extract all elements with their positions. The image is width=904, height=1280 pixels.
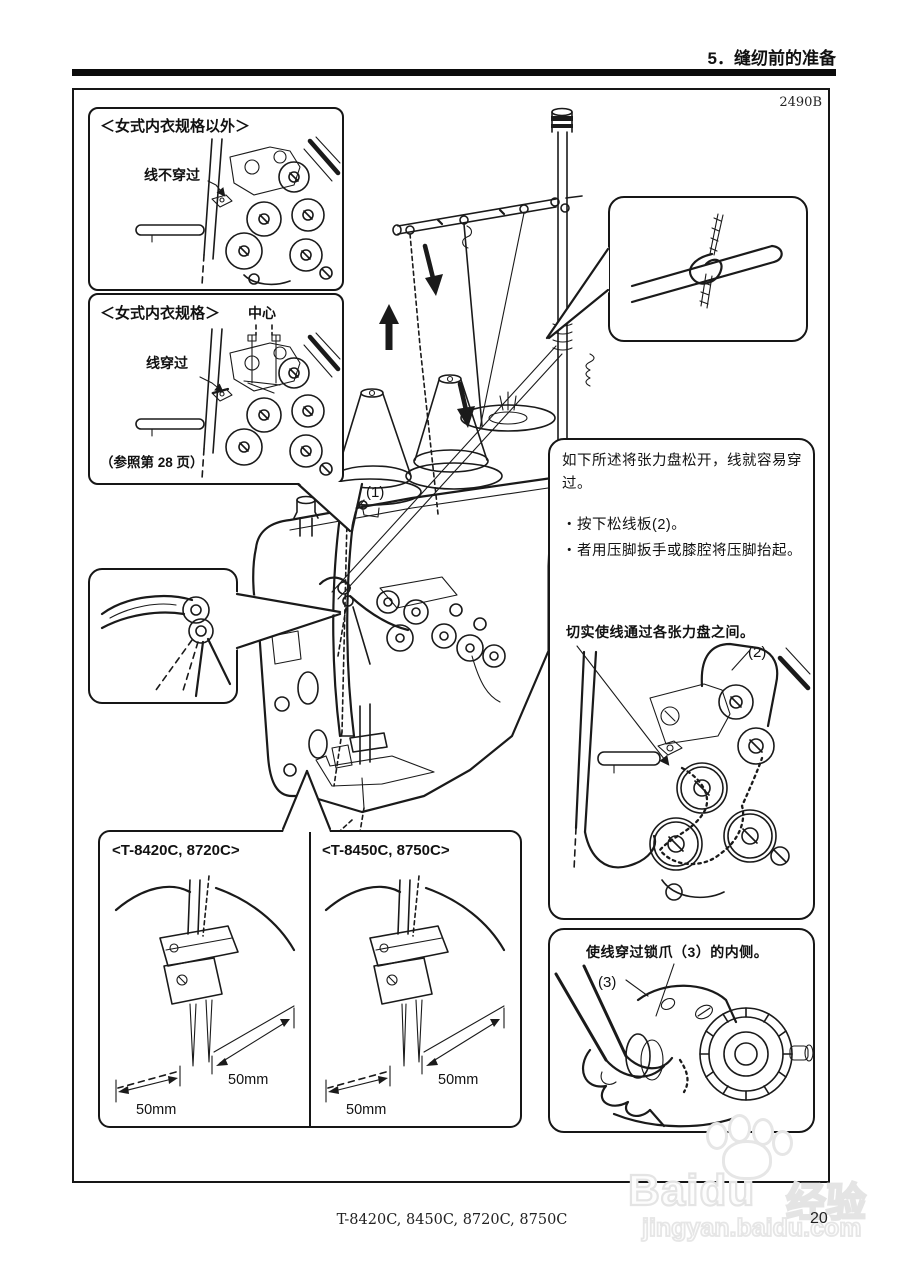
callout-box-bar-thread xyxy=(608,196,808,342)
needle-diagram-right: 50mm 50mm xyxy=(324,875,506,1118)
dim-label: 50mm xyxy=(346,1102,386,1118)
callout-box-non-underwear: ＜女式内衣规格以外＞ 线不穿过 xyxy=(88,107,344,291)
thread-paths xyxy=(331,212,563,600)
instruction-bullet-1: ・按下松线板(2)。 xyxy=(562,517,687,533)
machine-head xyxy=(252,476,631,841)
tension-disc-diagram xyxy=(573,642,811,901)
claw-caption: 使线穿过锁爪（3）的内侧。 xyxy=(586,944,769,960)
tension-caption: 切实使线通过各张力盘之间。 xyxy=(566,624,755,640)
lock-claw-box: 使线穿过锁爪（3）的内侧。 (3) xyxy=(548,928,815,1133)
instruction-box: 如下所述将张力盘松开，线就容易穿过。 ・按下松线板(2)。 ・者用压脚扳手或膝腔… xyxy=(548,438,815,920)
paw-icon xyxy=(722,1140,772,1180)
header-rule xyxy=(72,69,836,76)
dim-label: 50mm xyxy=(136,1102,176,1118)
reference-note: （参照第 28 页） xyxy=(100,455,204,470)
thread-not-through-label: 线不穿过 xyxy=(144,167,200,183)
dim-label: 50mm xyxy=(228,1072,268,1088)
instruction-intro: 如下所述将张力盘松开，线就容易穿过。 xyxy=(562,453,802,493)
model-title-left: <T-8420C, 8720C> xyxy=(112,842,240,859)
tension-unit-diagram-a xyxy=(135,136,341,286)
model-title-right: <T-8450C, 8750C> xyxy=(322,842,450,859)
part-label-1: (1) xyxy=(366,484,385,501)
footer-page-number: 20 xyxy=(810,1210,828,1227)
center-label: 中心 xyxy=(248,305,276,321)
paw-icon xyxy=(728,1114,751,1143)
lock-claw-diagram xyxy=(554,963,814,1128)
page-title: 5．缝纫前的准备 xyxy=(707,49,836,68)
takeup-lever-diagram xyxy=(100,594,232,698)
thread-stand-pole xyxy=(550,107,573,447)
bar-thread-diagram xyxy=(630,213,783,309)
thread-through-label: 线穿过 xyxy=(146,355,188,371)
machine-and-thread-stand-diagram xyxy=(252,107,631,841)
watermark: Baidu 经验 jingyan.baidu.com xyxy=(627,1114,898,1243)
callout-b-title: ＜女式内衣规格＞ xyxy=(100,305,221,322)
footer-models: T-8420C, 8450C, 8720C, 8750C xyxy=(336,1212,568,1228)
watermark-url: jingyan.baidu.com xyxy=(641,1213,862,1243)
callout-box-takeup-lever xyxy=(88,568,238,704)
needle-diagram-left: 50mm 50mm xyxy=(114,875,296,1118)
part-label-3: (3) xyxy=(598,974,617,991)
callout-box-underwear: ＜女式内衣规格＞ 中心 线穿过 （参照第 28 页） xyxy=(88,293,344,485)
tension-unit-diagram-b xyxy=(135,324,341,480)
dim-label: 50mm xyxy=(438,1072,478,1088)
figure-code: 2490B xyxy=(779,95,822,110)
model-box-divider xyxy=(309,832,311,1126)
watermark-brand: Baidu xyxy=(627,1165,756,1216)
instruction-bullet-2: ・者用压脚扳手或膝腔将压脚抬起。 xyxy=(562,543,802,559)
thread-stand-bar xyxy=(392,195,583,249)
paw-icon xyxy=(772,1130,793,1156)
callout-a-title: ＜女式内衣规格以外＞ xyxy=(100,118,251,135)
watermark-brand-suffix: 经验 xyxy=(785,1180,867,1226)
paw-icon xyxy=(706,1122,728,1150)
model-needle-box: <T-8420C, 8720C> <T-8450C, 8750C> 50mm 5… xyxy=(98,830,522,1128)
